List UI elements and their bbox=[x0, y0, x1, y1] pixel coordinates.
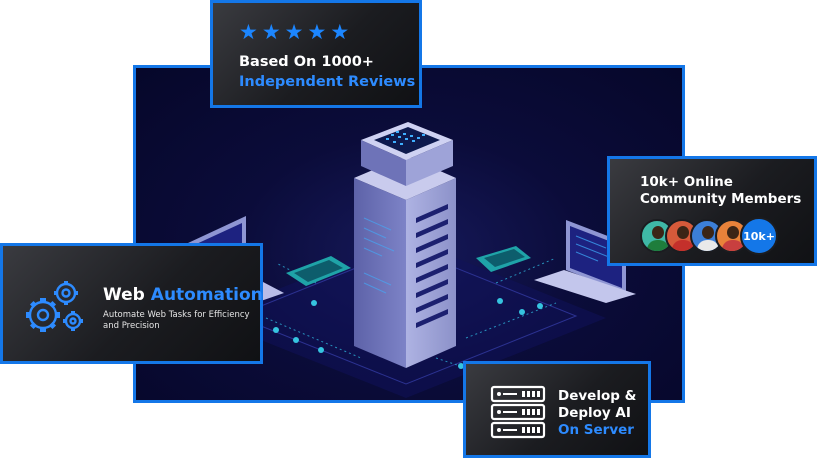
title-part: Web bbox=[103, 285, 145, 305]
star-icon: ★ bbox=[239, 20, 258, 44]
web-automation-description: Automate Web Tasks for Efficiency and Pr… bbox=[103, 310, 250, 331]
reviews-title: Based On 1000+ bbox=[239, 54, 374, 70]
gears-icon bbox=[26, 281, 83, 332]
title-accent: Automation bbox=[150, 285, 263, 305]
community-card: 10k+ Online Community Members 10k+ bbox=[607, 156, 817, 266]
deploy-line2: Deploy AI bbox=[558, 405, 631, 421]
community-title-line1: 10k+ Online bbox=[640, 174, 733, 190]
deploy-card: Develop & Deploy AI On Server bbox=[463, 361, 651, 458]
star-icon: ★ bbox=[261, 20, 281, 44]
avatar-group: 10k+ bbox=[640, 217, 814, 255]
star-rating: ★ ★ ★ ★ ★ bbox=[239, 21, 419, 43]
member-count-badge: 10k+ bbox=[740, 217, 778, 255]
reviews-card: ★ ★ ★ ★ ★ Based On 1000+ Independent Rev… bbox=[210, 0, 422, 108]
star-icon: ★ bbox=[307, 20, 327, 44]
reviews-subtitle: Independent Reviews bbox=[239, 74, 416, 90]
community-title-line2: Community Members bbox=[640, 191, 802, 207]
server-rack-icon bbox=[490, 385, 546, 439]
web-automation-title: Web Automation bbox=[103, 284, 263, 306]
web-automation-card: Web Automation Automate Web Tasks for Ef… bbox=[0, 243, 263, 364]
deploy-line1: Develop & bbox=[558, 388, 637, 404]
star-icon: ★ bbox=[330, 20, 350, 44]
deploy-line3: On Server bbox=[558, 422, 634, 438]
star-icon: ★ bbox=[284, 20, 304, 44]
deploy-text: Develop & Deploy AI On Server bbox=[558, 388, 636, 439]
